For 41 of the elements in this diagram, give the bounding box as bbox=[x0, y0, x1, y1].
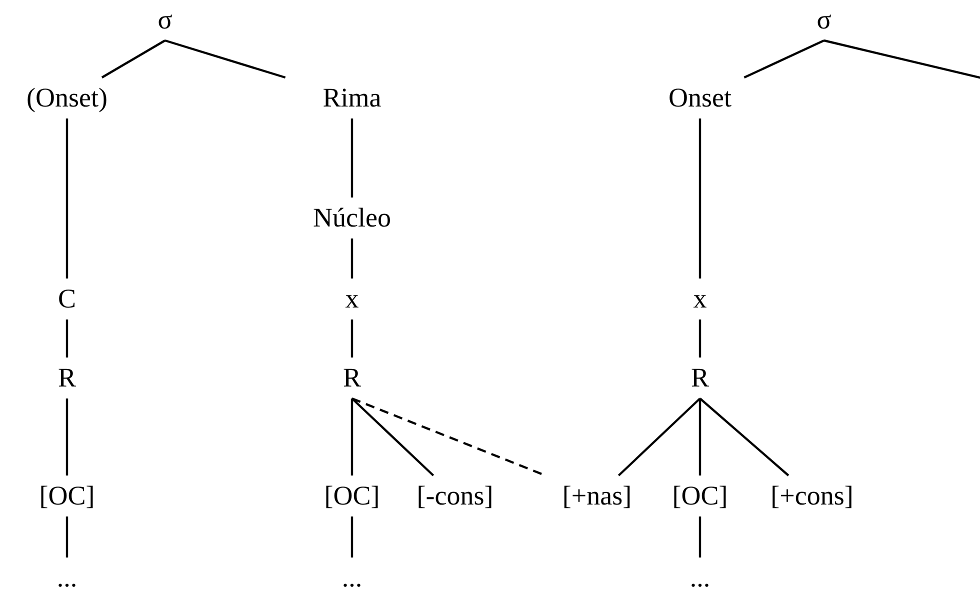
association-line bbox=[698, 320, 702, 358]
association-line bbox=[66, 516, 68, 558]
tree-node-label: R bbox=[58, 364, 76, 392]
tree-node-label: [OC] bbox=[39, 482, 95, 510]
association-line bbox=[66, 118, 68, 278]
tree-node-label: σ bbox=[816, 6, 832, 34]
tree-node-label: [+cons] bbox=[770, 482, 854, 510]
association-line bbox=[66, 320, 68, 358]
tree-node-label: R bbox=[691, 364, 709, 392]
association-line bbox=[824, 39, 980, 82]
tree-node-label: x bbox=[345, 284, 359, 314]
tree-node-label: Núcleo bbox=[313, 204, 391, 232]
tree-node-label: Rima bbox=[322, 84, 382, 112]
tree-node-label: R bbox=[343, 364, 361, 392]
association-line bbox=[350, 516, 354, 558]
association-line bbox=[66, 398, 68, 476]
association-line bbox=[350, 398, 354, 476]
tree-node-label: Onset bbox=[668, 84, 732, 112]
association-line bbox=[351, 398, 434, 476]
association-line bbox=[350, 320, 354, 358]
association-line bbox=[350, 118, 354, 198]
association-line bbox=[698, 398, 702, 476]
association-line bbox=[744, 40, 824, 78]
tree-node-label: ... bbox=[56, 564, 78, 592]
association-line bbox=[618, 398, 701, 476]
tree-node-label: (Onset) bbox=[26, 84, 108, 112]
tree-node-label: ... bbox=[342, 564, 362, 592]
association-line bbox=[164, 39, 286, 79]
tree-node-label: [-cons] bbox=[416, 482, 494, 510]
tree-node-label: [OC] bbox=[324, 482, 380, 510]
tree-node-label: σ bbox=[158, 6, 172, 34]
tree-node-label: C bbox=[58, 284, 76, 314]
association-line bbox=[350, 238, 354, 278]
association-line bbox=[698, 516, 702, 558]
tree-node-label: [+nas] bbox=[562, 482, 632, 510]
tree-node-label: x bbox=[693, 284, 707, 314]
tree-node-label: [OC] bbox=[672, 482, 728, 510]
association-line bbox=[101, 40, 166, 78]
tree-node-label: ... bbox=[690, 564, 710, 592]
association-line bbox=[698, 118, 702, 278]
association-line bbox=[699, 398, 790, 476]
